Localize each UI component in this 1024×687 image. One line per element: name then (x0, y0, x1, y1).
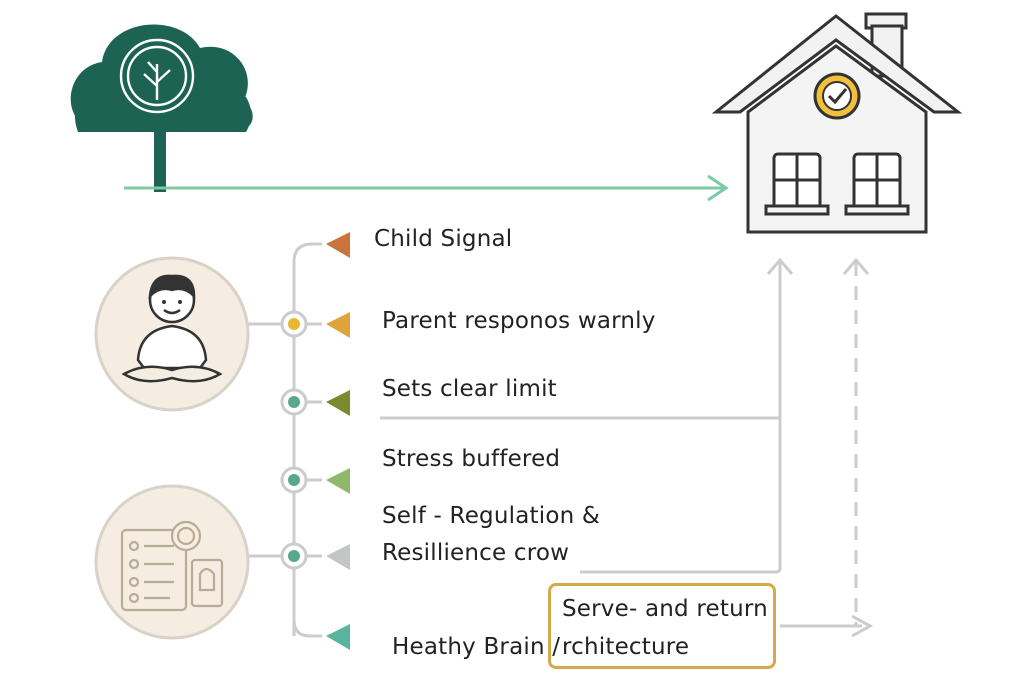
step-label-child-signal: Child Signal (374, 226, 513, 252)
tree-icon (70, 24, 253, 192)
step-label-self-regulation: Self - Regulation & (382, 503, 601, 529)
timeline-node-5 (280, 542, 308, 570)
flag-child-signal (326, 232, 350, 258)
flag-parent-responds (326, 312, 350, 338)
flag-stress-buffered (326, 468, 350, 494)
callout-text-serve-return: Serve- and return (562, 596, 768, 622)
return-arrow-solid (380, 257, 794, 574)
step-label-sets-limit: Sets clear limit (382, 376, 557, 402)
step-flags (326, 232, 350, 650)
timeline-nodes (280, 310, 308, 570)
timeline-node-4 (280, 466, 308, 494)
flag-healthy-brain (326, 624, 350, 650)
step-label-healthy-brain: Heathy Brain / (392, 634, 561, 660)
timeline-connector (248, 242, 322, 638)
timeline-node-2 (280, 310, 308, 338)
growth-arrow (124, 174, 729, 202)
step-label-parent-responds: Parent responos warnly (382, 308, 656, 334)
callout-text-architecture: rchitecture (562, 634, 690, 660)
serve-and-return-callout (548, 583, 776, 669)
return-arrow-dashed (780, 257, 874, 638)
flag-self-regulation (326, 544, 350, 570)
house-icon (711, 12, 963, 234)
step-label-resilience: Resillience crow (382, 540, 570, 566)
child-icon (94, 256, 250, 412)
step-label-stress-buffered: Stress buffered (382, 446, 561, 472)
checklist-icon (94, 484, 250, 640)
flag-sets-limit (326, 390, 350, 416)
check-badge-icon (813, 72, 861, 120)
timeline-node-3 (280, 388, 308, 416)
